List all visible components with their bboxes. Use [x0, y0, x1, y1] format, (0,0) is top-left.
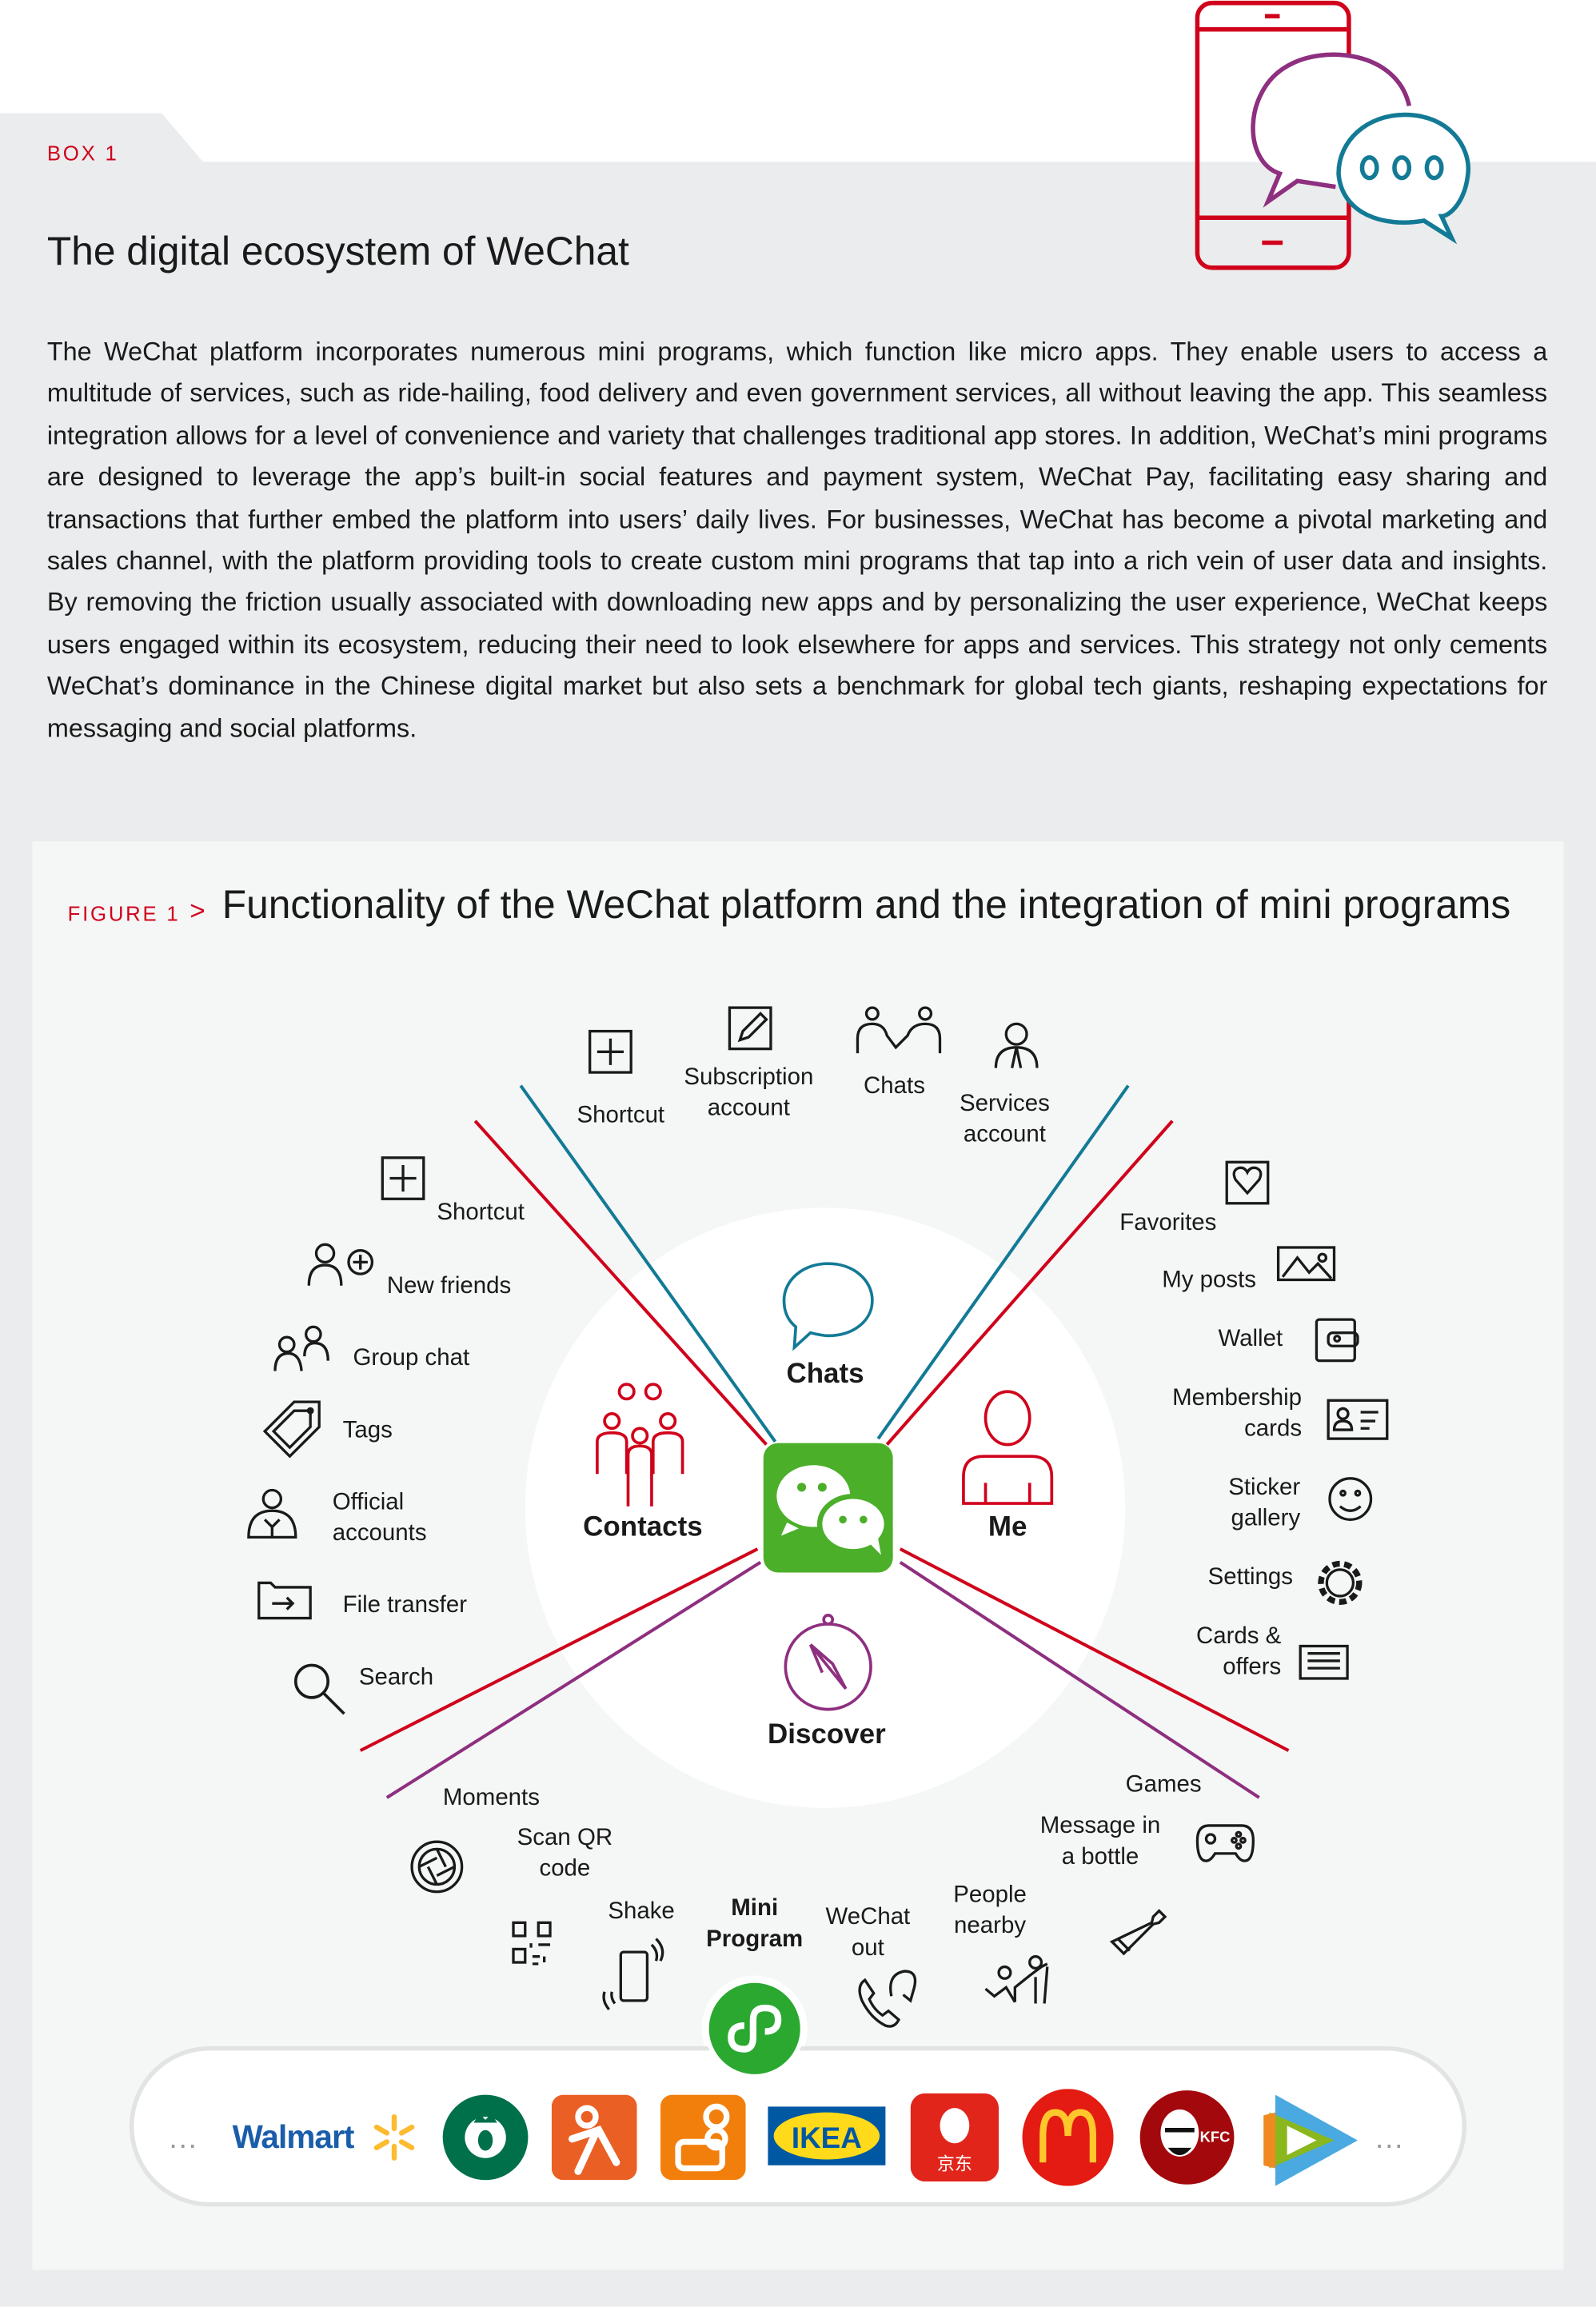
- logo-tencent-video: [1263, 2094, 1358, 2186]
- shake-phone-icon: [602, 1938, 664, 2010]
- me-item-cards-offers: Cards & offers: [1195, 1623, 1282, 1679]
- shortcut-plus-icon: [381, 1156, 425, 1200]
- people-nearby-icon: [984, 1955, 1049, 2004]
- chats-item-services-account: Services account: [959, 1091, 1050, 1147]
- my-posts-image-icon: [1276, 1246, 1336, 1282]
- me-item-settings: Settings: [1207, 1565, 1294, 1591]
- chats-item-chats: Chats: [864, 1073, 925, 1100]
- settings-gear-icon: [1318, 1560, 1363, 1606]
- contacts-item-file-transfer: File transfer: [342, 1593, 468, 1618]
- mini-program-label: Mini Program: [706, 1896, 804, 1952]
- box-label: BOX 1: [46, 141, 119, 166]
- box-body-text: The WeChat platform incorporates numerou…: [46, 337, 1548, 743]
- logo-walmart: Walmart: [232, 2118, 355, 2156]
- svg-text:IKEA: IKEA: [792, 2121, 862, 2154]
- contacts-group-icon: [596, 1383, 684, 1507]
- me-item-wallet: Wallet: [1218, 1327, 1283, 1352]
- new-friends-icon: [307, 1243, 374, 1286]
- logo-dianping: [551, 2094, 637, 2181]
- discover-item-scan-qr-code: Scan QR code: [517, 1825, 613, 1881]
- me-item-favorites: Favorites: [1119, 1210, 1217, 1236]
- logo-mcdonalds: [1022, 2089, 1114, 2186]
- chats-item-shortcut: Shortcut: [577, 1103, 665, 1128]
- discover-item-games: Games: [1125, 1772, 1202, 1798]
- contacts-item-group-chat: Group chat: [353, 1346, 470, 1371]
- compass-icon: [784, 1614, 872, 1711]
- official-accounts-icon: [247, 1488, 297, 1539]
- hub-label-contacts: Contacts: [583, 1512, 703, 1543]
- search-icon: [293, 1663, 345, 1715]
- hub-label-chats: Chats: [786, 1359, 864, 1391]
- phone-chat-icon: [1195, 0, 1470, 270]
- discover-item-wechat-out: WeChat out: [825, 1905, 911, 1961]
- qr-code-icon: [512, 1921, 552, 1966]
- moments-aperture-icon: [410, 1840, 464, 1894]
- me-item-my-posts: My posts: [1162, 1267, 1257, 1294]
- chevron-right-icon: >: [190, 896, 205, 926]
- discover-item-moments: Moments: [442, 1786, 540, 1811]
- chat-bubble-icon: [782, 1262, 874, 1351]
- contacts-item-new-friends: New friends: [386, 1274, 512, 1299]
- box-tab: [0, 113, 203, 162]
- hub-label-discover: Discover: [768, 1719, 886, 1751]
- wallet-icon: [1315, 1318, 1359, 1363]
- games-controller-icon: [1195, 1824, 1255, 1862]
- contacts-item-search: Search: [358, 1665, 434, 1690]
- discover-item-shake: Shake: [608, 1898, 675, 1925]
- logo-kfc: KFC: [1139, 2090, 1235, 2185]
- group-chat-icon: [273, 1325, 329, 1371]
- mini-program-icon: [706, 1978, 804, 2079]
- wechat-out-phone-icon: [858, 1970, 917, 2028]
- figure-label: FIGURE 1: [67, 901, 181, 926]
- me-item-sticker-gallery: Sticker gallery: [1228, 1475, 1301, 1531]
- wechat-logo-icon: [763, 1443, 893, 1573]
- chats-people-icon: [856, 1006, 942, 1054]
- cards-offers-icon: [1299, 1644, 1349, 1680]
- me-person-icon: [962, 1390, 1054, 1505]
- message-bottle-icon: [1109, 1909, 1167, 1956]
- contacts-item-shortcut: Shortcut: [437, 1200, 525, 1226]
- hub-label-me: Me: [988, 1512, 1027, 1543]
- services-person-icon: [994, 1022, 1039, 1068]
- box-title: The digital ecosystem of WeChat: [46, 229, 629, 274]
- subscription-pencil-icon: [728, 1006, 772, 1051]
- logo-kuaishou: [660, 2094, 746, 2181]
- figure-title: Functionality of the WeChat platform and…: [221, 882, 1511, 927]
- svg-text:京东: 京东: [937, 2154, 972, 2174]
- logo-starbucks: [442, 2094, 529, 2181]
- contacts-item-tags: Tags: [342, 1418, 393, 1443]
- svg-text:KFC: KFC: [1200, 2128, 1231, 2145]
- membership-card-icon: [1327, 1399, 1389, 1440]
- more-logos-left-ellipsis: ...: [169, 2122, 198, 2156]
- favorites-heart-icon: [1225, 1160, 1270, 1205]
- discover-item-people-nearby: People nearby: [953, 1882, 1027, 1938]
- logo-ikea: IKEA: [768, 2106, 886, 2165]
- more-logos-right-ellipsis: ...: [1375, 2122, 1405, 2156]
- connector-lines: [359, 1084, 1290, 1799]
- tags-icon: [262, 1400, 321, 1459]
- walmart-spark-icon: [373, 2113, 415, 2161]
- shortcut-plus-icon: [589, 1029, 632, 1074]
- sticker-smiley-icon: [1328, 1477, 1373, 1521]
- discover-item-message-in-a-bottle: Message in a bottle: [1039, 1814, 1161, 1870]
- chats-item-subscription-account: Subscription account: [684, 1064, 814, 1120]
- logo-jd: 京东: [910, 2093, 999, 2182]
- me-item-membership-cards: Membership cards: [1172, 1385, 1303, 1441]
- file-transfer-icon: [257, 1581, 312, 1620]
- contacts-item-official-accounts: Official accounts: [332, 1490, 427, 1546]
